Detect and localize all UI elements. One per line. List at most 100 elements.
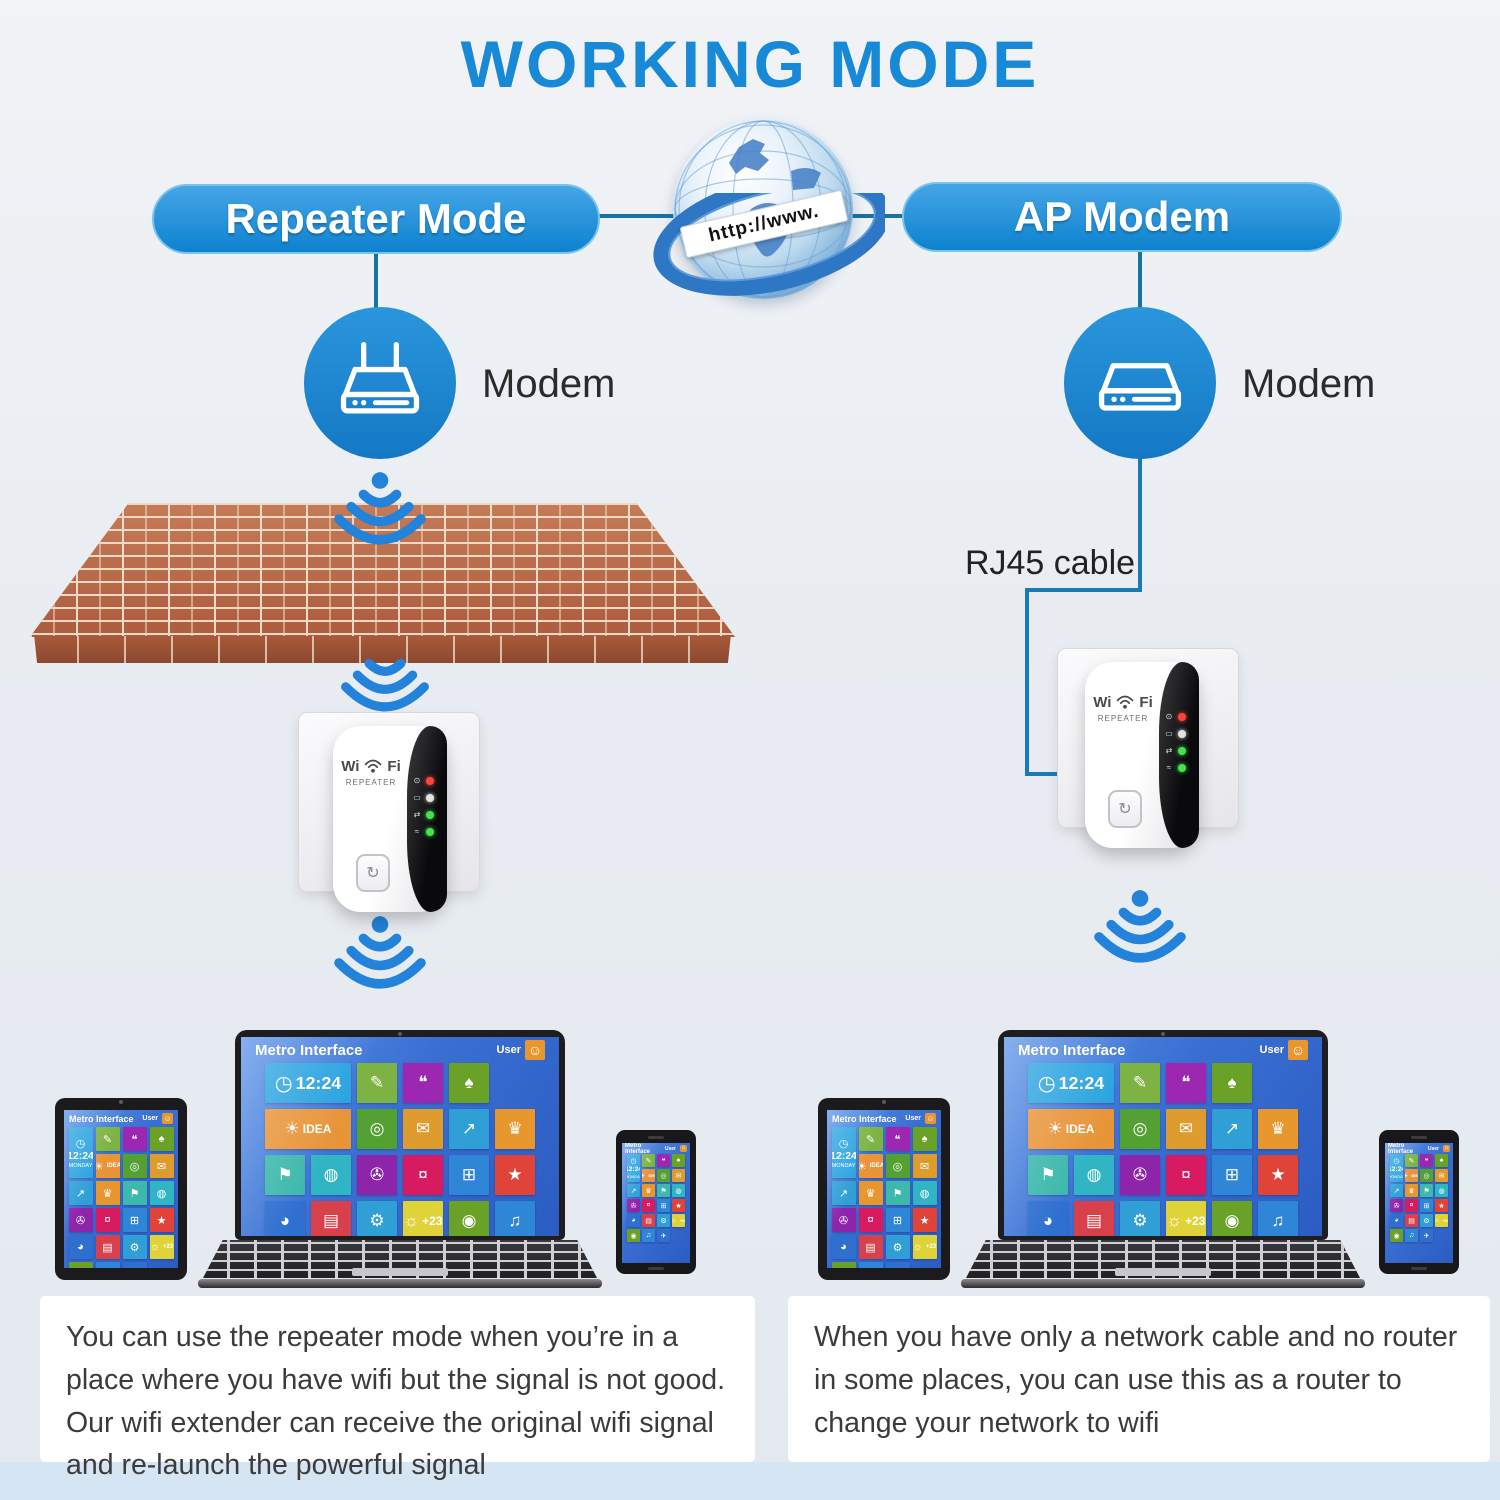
- metro-tile-billiards: ◉: [627, 1229, 640, 1242]
- metro-tile-globe: ◍: [311, 1155, 351, 1195]
- metro-user-label: User: [664, 1145, 676, 1152]
- metro-tile-mic: ♫: [495, 1201, 535, 1236]
- rj45-cable-segment-3: [1025, 588, 1029, 776]
- metro-tile-idea: ☀IDEA: [95, 1154, 120, 1178]
- metro-title: Metro Interface: [1388, 1143, 1414, 1155]
- metro-tile-money: ¤: [1405, 1199, 1418, 1212]
- metro-tile-plus23: ☼+23: [1435, 1214, 1448, 1227]
- metro-tile-star: ★: [672, 1199, 685, 1212]
- metro-tile-cart: ⊞: [885, 1208, 910, 1232]
- metro-tile-plane: ✈: [657, 1229, 670, 1242]
- metro-tile-cards: ♠: [912, 1127, 937, 1151]
- user-avatar: ☺: [1288, 1040, 1308, 1060]
- metro-tile-film: ✇: [627, 1199, 640, 1212]
- user-avatar: ☺: [1443, 1145, 1450, 1152]
- metro-tile-chart: ↗: [1390, 1184, 1403, 1197]
- metro-tile-pie: ◕: [1028, 1201, 1068, 1236]
- metro-tile-cart: ⊞: [1420, 1199, 1433, 1212]
- metro-tile-chart: ↗: [449, 1109, 489, 1149]
- metro-tile-mail: ✉: [1166, 1109, 1206, 1149]
- metro-tile-chat: ❝: [122, 1127, 147, 1151]
- phone-screen: Metro InterfaceUser☺◷12:24MONDAY✎❝♠☀IDEA…: [1385, 1143, 1453, 1263]
- ap-mode-description: When you have only a network cable and n…: [814, 1321, 1458, 1439]
- repeater-logo-sub: REPEATER: [1097, 714, 1149, 723]
- phone: Metro InterfaceUser☺◷12:24MONDAY✎❝♠☀IDEA…: [616, 1130, 696, 1274]
- footer-strip: [0, 1462, 1500, 1500]
- metro-tile-hat: ♛: [1405, 1184, 1418, 1197]
- metro-tile-chat: ❝: [885, 1127, 910, 1151]
- led-column: ⊙▭⇄≈: [333, 726, 447, 912]
- metro-tile-grid: ◷12:24✎❝♠☀IDEA◎✉↗♛⚑◍✇¤⊞★◕▤⚙☼+23◉♫✈: [1004, 1063, 1322, 1236]
- metro-tile-chart: ↗: [68, 1181, 93, 1205]
- metro-title: Metro Interface: [1018, 1041, 1126, 1059]
- wifi-signal-through-wall-icon: [323, 650, 447, 732]
- metro-tile-billiards: ◉: [1390, 1229, 1403, 1242]
- metro-tile-film: ✇: [357, 1155, 397, 1195]
- metro-tile-money: ¤: [858, 1208, 883, 1232]
- laptop-keyboard: [203, 1240, 597, 1278]
- metro-tile-chart: ↗: [1212, 1109, 1252, 1149]
- metro-tile-chat: ❝: [657, 1154, 670, 1167]
- metro-tile-gears: ⚙: [657, 1214, 670, 1227]
- metro-user-label: User: [142, 1115, 158, 1122]
- metro-tile-plus23: ☼+23: [149, 1235, 174, 1259]
- metro-tile-money: ¤: [1166, 1155, 1206, 1195]
- metro-tile-binoculars: ◎: [122, 1154, 147, 1178]
- metro-tile-mic: ♫: [642, 1229, 655, 1242]
- metro-tile-sketch: ✎: [95, 1127, 120, 1151]
- phone-home-bar: [648, 1267, 664, 1270]
- metro-tile-money: ¤: [642, 1199, 655, 1212]
- metro-tile-signpost: ⚑: [265, 1155, 305, 1195]
- metro-user-label: User: [496, 1044, 521, 1056]
- phone-speaker: [1411, 1136, 1427, 1139]
- metro-tile-sketch: ✎: [642, 1154, 655, 1167]
- rj45-cable-segment-1: [1138, 457, 1142, 590]
- phone-speaker: [648, 1136, 664, 1139]
- right-modem-circle: [1064, 307, 1216, 459]
- metro-tile-cards: ♠: [1212, 1063, 1252, 1103]
- internet-globe: http://www.: [645, 113, 885, 313]
- wifi-led: ≈: [412, 827, 434, 836]
- metro-tile-hat: ♛: [858, 1181, 883, 1205]
- router-icon: [332, 335, 428, 431]
- metro-tile-star: ★: [149, 1208, 174, 1232]
- metro-user: User☺: [142, 1113, 173, 1124]
- laptop-base: [198, 1279, 602, 1288]
- wifi-signal-icon: [318, 470, 442, 566]
- metro-tile-mic: ♫: [95, 1262, 120, 1268]
- metro-tile-mic: ♫: [1258, 1201, 1298, 1236]
- laptop-camera: [1161, 1032, 1165, 1036]
- metro-tile-calendar: ▤: [311, 1201, 351, 1236]
- metro-tile-globe: ◍: [672, 1184, 685, 1197]
- brick-wall-edge: [34, 636, 731, 663]
- wps-button: ↻: [1108, 790, 1142, 828]
- metro-header: Metro Interface User☺: [1004, 1037, 1322, 1063]
- tablet-camera: [882, 1100, 886, 1104]
- repeater-mode-pill: Repeater Mode: [152, 184, 600, 254]
- metro-user: User☺: [1428, 1145, 1450, 1152]
- lan-led: ▭: [1164, 729, 1186, 738]
- metro-user: User☺: [1260, 1040, 1308, 1060]
- metro-tile-cart: ⊞: [657, 1199, 670, 1212]
- metro-tile-cart: ⊞: [449, 1155, 489, 1195]
- metro-tile-billiards: ◉: [1212, 1201, 1252, 1236]
- metro-header: Metro Interface User☺: [1385, 1143, 1453, 1155]
- metro-tile-globe: ◍: [1074, 1155, 1114, 1195]
- metro-tile-plus23: ☼+23: [1166, 1201, 1206, 1236]
- user-avatar: ☺: [525, 1040, 545, 1060]
- metro-tile-calendar: ▤: [95, 1235, 120, 1259]
- wps-led: ⇄: [412, 810, 434, 819]
- metro-title: Metro Interface: [255, 1041, 363, 1059]
- metro-tile-cart: ⊞: [1212, 1155, 1252, 1195]
- power-led: ⊙: [412, 776, 434, 785]
